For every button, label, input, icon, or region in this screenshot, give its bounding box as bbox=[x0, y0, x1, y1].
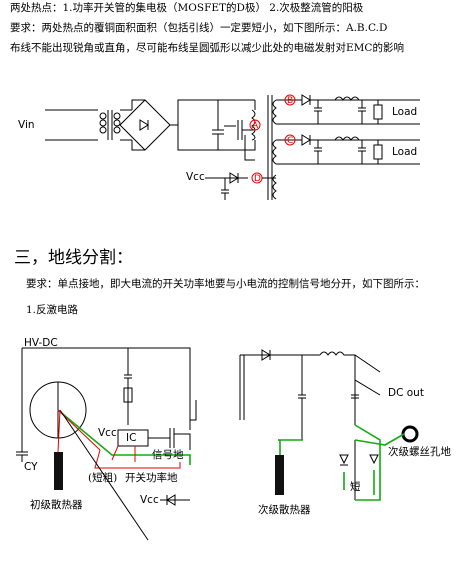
signal-gnd-label: 信号地 bbox=[152, 449, 184, 461]
routing-line: 布线不能出现锐角或直角，尽可能布线呈圆弧形以减少此处的电磁发射对EMC的影响 bbox=[10, 42, 404, 54]
hv-dc-label: HV-DC bbox=[24, 337, 58, 349]
marker-d: D bbox=[254, 174, 261, 184]
bridge-rectifier bbox=[119, 99, 255, 151]
vcc-top-label: Vcc bbox=[98, 427, 117, 439]
mosfet-switch bbox=[224, 120, 256, 161]
short-thick-label: (短粗) bbox=[88, 472, 118, 484]
secondary-heatsink-label: 次级散热器 bbox=[258, 504, 311, 516]
secondary-heatsink bbox=[275, 455, 284, 495]
common-mode-choke bbox=[90, 109, 132, 141]
vcc-label: Vcc bbox=[186, 171, 205, 183]
screw-hole-label: 次级螺丝孔地 bbox=[388, 446, 451, 458]
dc-out-label: DC out bbox=[388, 387, 424, 399]
primary-heatsink-label: 初级散热器 bbox=[30, 499, 83, 511]
vcc-bottom-label: Vcc bbox=[140, 494, 159, 506]
short-label: 短 bbox=[350, 481, 361, 493]
section-title: 三，地线分割： bbox=[14, 248, 133, 268]
marker-a: A bbox=[252, 121, 259, 131]
marker-c: C bbox=[287, 136, 293, 146]
ground-requirement-line: 要求：单点接地，即大电流的开关功率地要与小电流的控制信号地分开，如下图所示： bbox=[26, 278, 425, 290]
load-label-2: Load bbox=[392, 146, 418, 158]
hotspot-line: 两处热点：1.功率开关管的集电极（MOSFET的D极） 2.次极整流管的阳极 bbox=[10, 2, 364, 14]
subtitle-flyback: 1.反激电路 bbox=[26, 304, 79, 316]
switch-gnd-label: 开关功率地 bbox=[125, 472, 178, 484]
cy-label: CY bbox=[24, 461, 38, 473]
ic-label: IC bbox=[126, 432, 137, 444]
marker-b: B bbox=[287, 96, 293, 106]
requirement-line: 要求：两处热点的覆铜面积面积（包括引线）一定要短小，如下图所示：A.B.C.D bbox=[10, 22, 388, 34]
screw-hole bbox=[401, 425, 419, 443]
primary-heatsink bbox=[54, 452, 63, 490]
vin-label: Vin bbox=[18, 119, 35, 131]
load-label-1: Load bbox=[392, 106, 418, 118]
